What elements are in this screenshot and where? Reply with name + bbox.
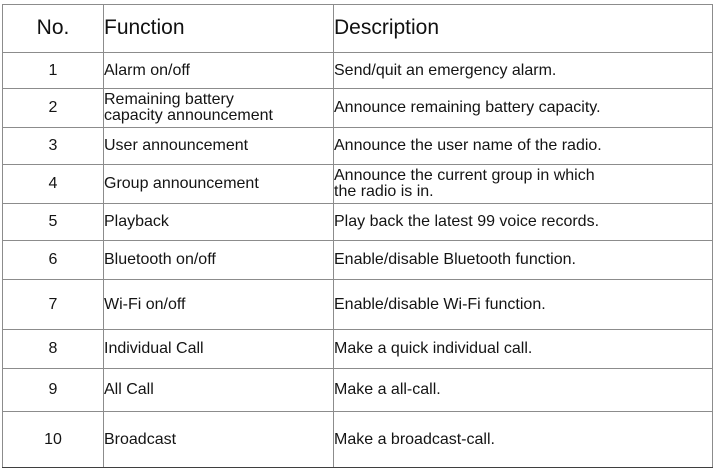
function-line: Individual Call: [104, 340, 204, 357]
cell-function: Remaining battery capacity announcement: [103, 88, 334, 128]
cell-no: 4: [2, 164, 104, 204]
column-header-description: Description: [333, 4, 713, 53]
function-line: All Call: [104, 381, 154, 398]
table-row: 8 Individual Call Make a quick individua…: [2, 329, 713, 369]
table-row: 5 Playback Play back the latest 99 voice…: [2, 203, 713, 241]
description-line: Make a broadcast-call.: [334, 430, 495, 448]
description-line: Make a quick individual call.: [334, 340, 533, 357]
cell-no: 1: [2, 52, 104, 89]
cell-function: Group announcement: [103, 164, 334, 204]
description-line: Send/quit an emergency alarm.: [334, 61, 557, 79]
cell-no: 9: [2, 368, 104, 412]
cell-description: Make a broadcast-call.: [333, 411, 713, 468]
table-row: 9 All Call Make a all-call.: [2, 368, 713, 412]
cell-function: Wi-Fi on/off: [103, 279, 334, 330]
function-line: Remaining battery: [104, 91, 234, 108]
function-line: Bluetooth on/off: [104, 251, 216, 268]
table-row: 1 Alarm on/off Send/quit an emergency al…: [2, 52, 713, 89]
function-line: Wi-Fi on/off: [104, 295, 186, 313]
cell-function: Broadcast: [103, 411, 334, 468]
cell-description: Announce the user name of the radio.: [333, 127, 713, 165]
description-line: Make a all-call.: [334, 381, 441, 398]
cell-function: Bluetooth on/off: [103, 240, 334, 280]
cell-no: 7: [2, 279, 104, 330]
description-line: Announce remaining battery capacity.: [334, 99, 601, 116]
cell-function: All Call: [103, 368, 334, 412]
table-header: No. Function Description: [2, 4, 713, 53]
table-row: 7 Wi-Fi on/off Enable/disable Wi-Fi func…: [2, 279, 713, 330]
table-row: 2 Remaining battery capacity announcemen…: [2, 88, 713, 128]
description-line: Enable/disable Wi-Fi function.: [334, 295, 546, 313]
column-header-no: No.: [2, 4, 104, 53]
cell-no: 5: [2, 203, 104, 241]
table-header-row: No. Function Description: [2, 4, 713, 53]
cell-no: 10: [2, 411, 104, 468]
table-row: 10 Broadcast Make a broadcast-call.: [2, 411, 713, 468]
cell-function: Playback: [103, 203, 334, 241]
cell-description: Play back the latest 99 voice records.: [333, 203, 713, 241]
description-line: Enable/disable Bluetooth function.: [334, 251, 576, 268]
cell-description: Make a all-call.: [333, 368, 713, 412]
table-row: 4 Group announcement Announce the curren…: [2, 164, 713, 204]
cell-function: Individual Call: [103, 329, 334, 369]
description-line: Announce the current group in which: [334, 167, 595, 184]
cell-description: Make a quick individual call.: [333, 329, 713, 369]
column-header-function: Function: [103, 4, 334, 53]
description-line: the radio is in.: [334, 183, 434, 200]
cell-no: 6: [2, 240, 104, 280]
function-line: Group announcement: [104, 175, 259, 192]
cell-function: Alarm on/off: [103, 52, 334, 89]
cell-no: 3: [2, 127, 104, 165]
description-line: Play back the latest 99 voice records.: [334, 213, 600, 230]
cell-description: Send/quit an emergency alarm.: [333, 52, 713, 89]
function-line: Alarm on/off: [104, 61, 190, 79]
cell-description: Announce remaining battery capacity.: [333, 88, 713, 128]
radio-function-table: No. Function Description 1 Alarm on/off …: [2, 4, 713, 468]
cell-description: Enable/disable Bluetooth function.: [333, 240, 713, 280]
function-line: Playback: [104, 213, 169, 230]
function-line: capacity announcement: [104, 107, 273, 124]
cell-description: Announce the current group in which the …: [333, 164, 713, 204]
cell-no: 2: [2, 88, 104, 128]
function-line: User announcement: [104, 137, 249, 154]
table-row: 3 User announcement Announce the user na…: [2, 127, 713, 165]
table-row: 6 Bluetooth on/off Enable/disable Blueto…: [2, 240, 713, 280]
table-body: 1 Alarm on/off Send/quit an emergency al…: [2, 52, 713, 468]
cell-description: Enable/disable Wi-Fi function.: [333, 279, 713, 330]
description-line: Announce the user name of the radio.: [334, 137, 602, 154]
cell-function: User announcement: [103, 127, 334, 165]
cell-no: 8: [2, 329, 104, 369]
function-line: Broadcast: [104, 430, 177, 448]
